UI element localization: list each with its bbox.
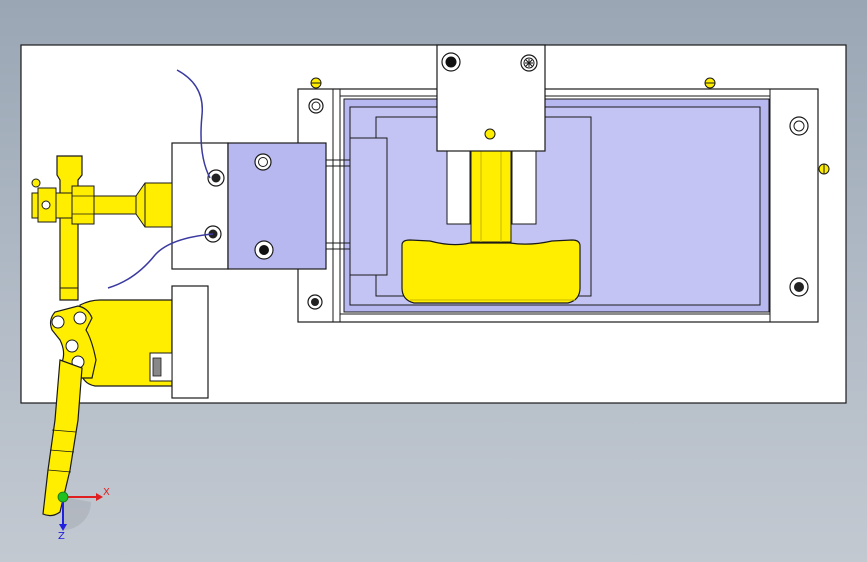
socket-screw-icon [308,98,324,114]
socket-screw-icon [254,153,272,171]
pin-icon [484,128,496,140]
axis-z-label: Z [58,531,65,542]
pin-icon [704,77,716,89]
pin-icon [818,163,830,175]
pin-icon [31,178,41,188]
valve-block[interactable] [171,142,327,270]
clamp-handle[interactable] [42,359,83,517]
clamp-base-block[interactable] [171,285,209,399]
clamp-arm[interactable] [56,155,83,301]
cylinder-rod[interactable] [446,149,537,243]
slide-block[interactable] [349,137,388,276]
clamp-spindle[interactable] [31,182,173,228]
air-hose[interactable] [176,69,211,179]
socket-screw-icon [441,52,461,72]
socket-screw-icon [789,116,809,136]
socket-screw-icon [520,54,538,72]
axis-x-label: X [103,487,110,498]
cylinder-housing[interactable] [297,88,819,323]
socket-screw-icon [207,169,225,187]
socket-screw-icon [254,240,274,260]
pin-icon [310,77,322,89]
axis-triad-icon [57,491,103,531]
socket-screw-icon [789,277,809,297]
pressure-head[interactable] [401,239,581,304]
air-hose[interactable] [107,233,214,289]
socket-screw-icon [307,294,323,310]
